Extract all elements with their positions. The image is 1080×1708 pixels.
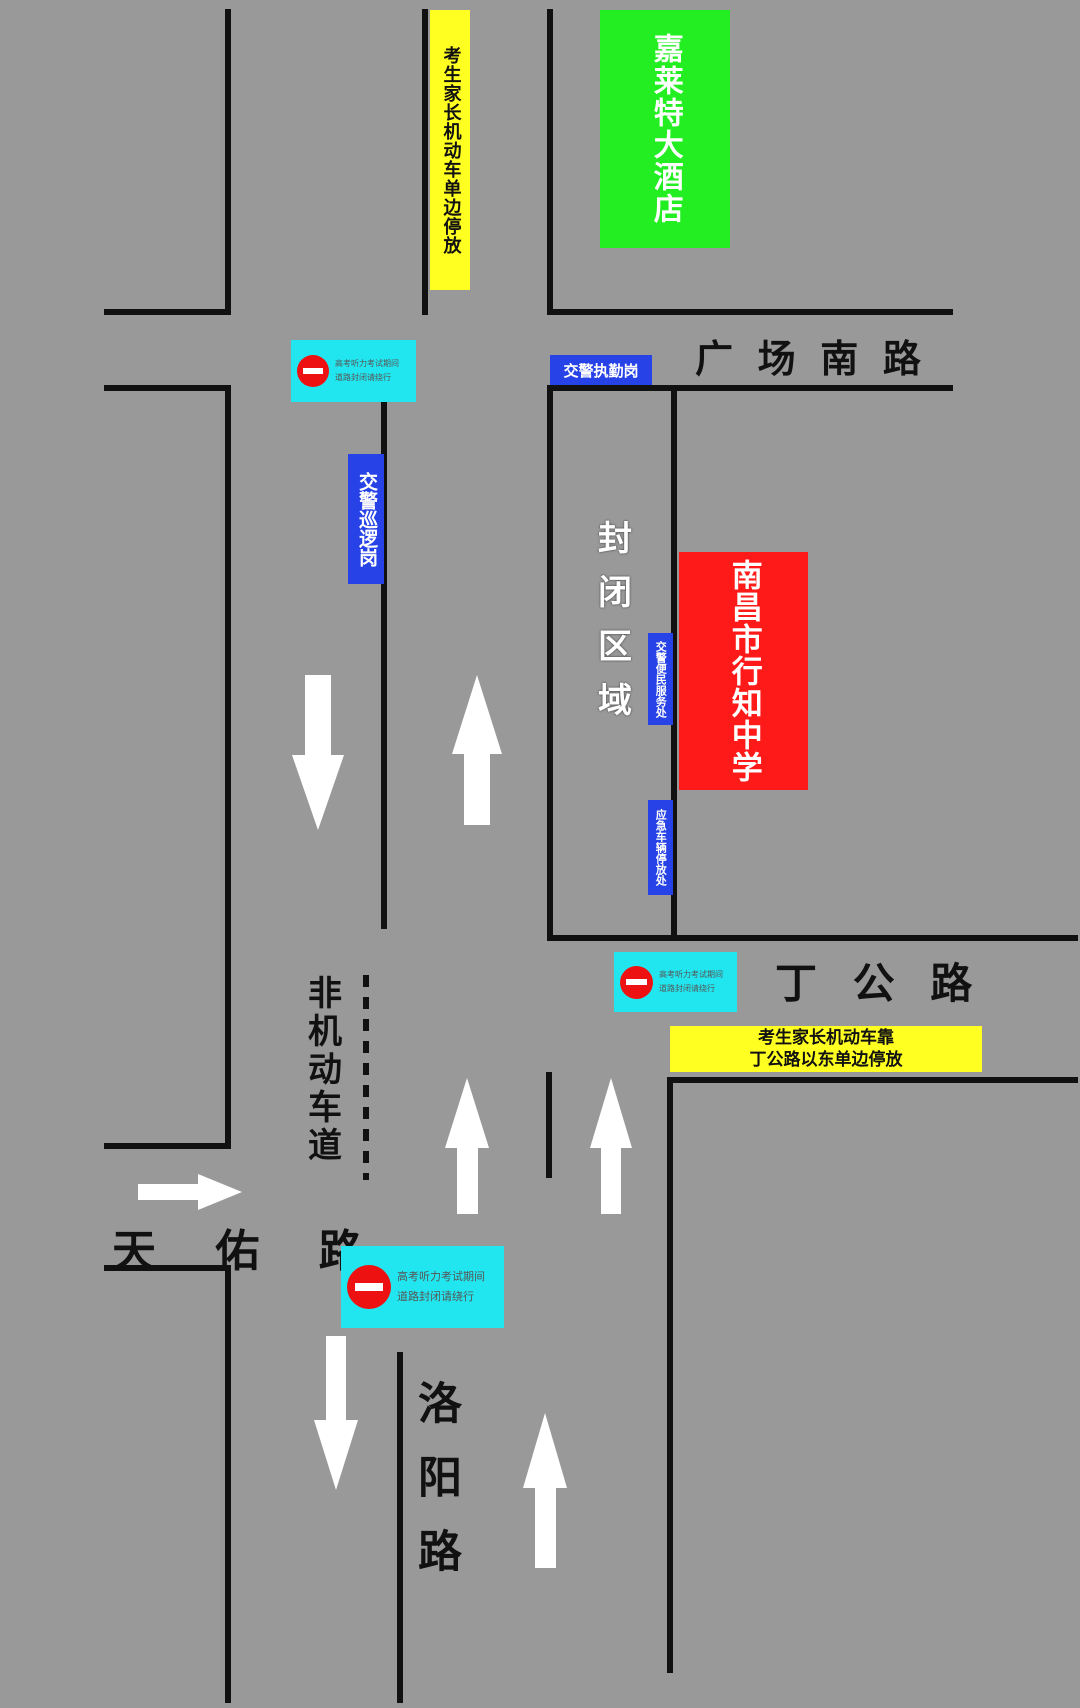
closure-sign-line2: 道路封闭请绕行	[397, 1290, 474, 1303]
closure-sign-line1: 高考听力考试期间	[659, 969, 723, 979]
police-service-point: 交警便民服务处	[648, 633, 673, 725]
arrow-up-icon	[445, 1078, 489, 1214]
road-name-luoyang-lu: 洛阳路	[410, 1380, 461, 1602]
police-patrol-post: 交警巡逻岗	[348, 454, 384, 584]
police-duty-post-label: 交警执勤岗	[563, 361, 639, 380]
road-name-tianyou-lu: 天 佑 路	[112, 1226, 385, 1277]
emergency-parking-label: 应急车辆停放处	[654, 809, 668, 886]
parking-notice-north-label: 考生家长机动车单边停放	[440, 45, 462, 255]
arrow-up-icon	[523, 1413, 567, 1568]
police-duty-post: 交警执勤岗	[550, 355, 652, 385]
closure-sign-line2: 道路封闭请绕行	[659, 984, 715, 993]
police-service-point-label: 交警便民服务处	[654, 640, 668, 718]
non-motor-lane-label: 非机动车道	[301, 975, 342, 1165]
no-entry-icon	[347, 1265, 391, 1309]
road-closure-sign: 高考听力考试期间 道路封闭请绕行	[341, 1246, 504, 1328]
parking-notice-east-line2: 丁公路以东单边停放	[749, 1050, 903, 1070]
closure-sign-line2: 道路封闭请绕行	[335, 373, 391, 382]
hotel-label: 嘉莱特大酒店	[647, 33, 683, 225]
parking-notice-north: 考生家长机动车单边停放	[430, 10, 470, 290]
hotel-block: 嘉莱特大酒店	[600, 10, 730, 248]
emergency-parking: 应急车辆停放处	[648, 800, 673, 895]
arrow-right-icon	[138, 1174, 242, 1210]
parking-notice-east-line1: 考生家长机动车靠	[758, 1028, 894, 1048]
road-closure-sign: 高考听力考试期间 道路封闭请绕行	[291, 340, 416, 402]
school-label: 南昌市行知中学	[725, 559, 762, 783]
no-entry-icon	[297, 355, 329, 387]
arrow-down-icon	[314, 1336, 358, 1490]
road-closure-sign: 高考听力考试期间 道路封闭请绕行	[614, 952, 737, 1012]
closure-sign-line1: 高考听力考试期间	[335, 358, 399, 368]
road-name-guangchang-nanlu: 广 场 南 路	[695, 337, 927, 381]
school-block: 南昌市行知中学	[679, 552, 808, 790]
arrow-down-icon	[292, 675, 344, 830]
no-entry-icon	[620, 965, 653, 999]
parking-notice-east: 考生家长机动车靠 丁公路以东单边停放	[670, 1026, 982, 1072]
arrow-up-icon	[452, 675, 502, 825]
police-patrol-post-label: 交警巡逻岗	[355, 471, 378, 567]
closed-area-label: 封闭区域	[591, 520, 632, 736]
arrow-up-icon	[590, 1078, 632, 1214]
road-name-dinggong-lu: 丁 公 路	[775, 959, 983, 1008]
closure-sign-line1: 高考听力考试期间	[397, 1270, 485, 1284]
